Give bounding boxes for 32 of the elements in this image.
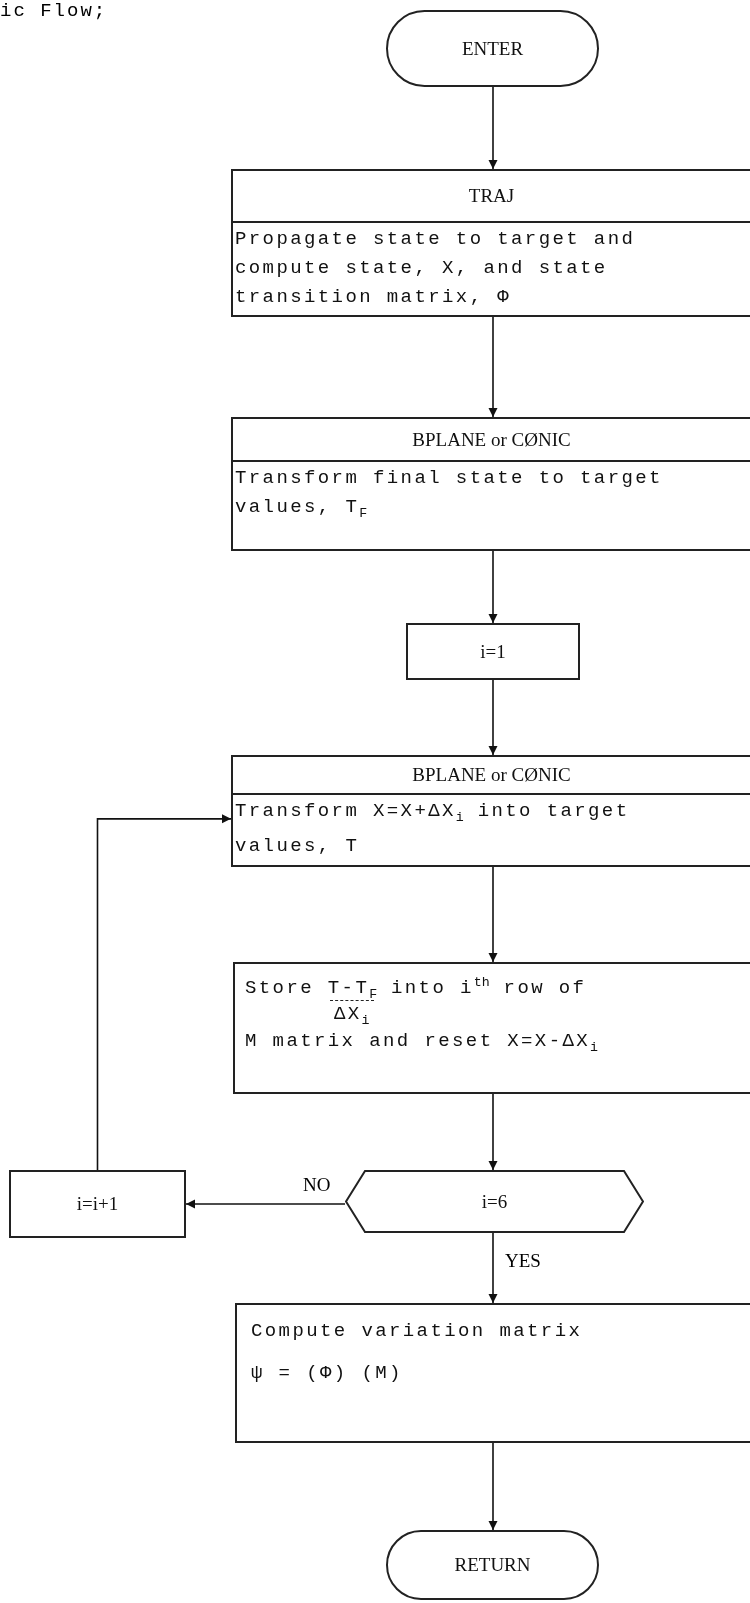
process-box — [233, 962, 750, 1094]
arrow — [488, 1232, 498, 1304]
node-label: i=i+1 — [76, 1193, 119, 1215]
process-box — [231, 417, 750, 551]
process-description: Propagate state to target and compute state, X, and state transition matrix, Φ — [235, 227, 637, 310]
arrow — [488, 866, 498, 963]
node-label: i=1 — [480, 640, 506, 663]
process-box — [231, 755, 750, 867]
module-name: BPLANE or CØNIC — [412, 764, 571, 786]
process-description: Transform final state to target values, T$_{F}$ — [235, 466, 664, 523]
formula: ψ = (Φ) (M) — [251, 1361, 403, 1386]
process-description: Compute variation matrix — [251, 1319, 583, 1344]
process-description: Transform X=X+ΔX$_{i}$ into target values, T — [235, 799, 631, 859]
process-box — [406, 623, 580, 680]
fraction-denominator: ΔX$_{i}$ — [330, 1000, 374, 1034]
process-box — [9, 1170, 186, 1238]
arrow — [488, 1442, 498, 1531]
arrow — [488, 550, 498, 624]
arrow — [488, 316, 498, 418]
arrow — [488, 86, 498, 170]
module-name: TRAJ — [468, 185, 515, 207]
arrow — [96, 814, 232, 1171]
node-label: i=6 — [481, 1190, 508, 1213]
page-heading: ic Flow; — [0, 0, 108, 22]
module-name: BPLANE or CØNIC — [412, 428, 571, 451]
process-box — [231, 169, 750, 317]
arrow — [488, 1093, 498, 1171]
node-label: RETURN — [454, 1554, 531, 1576]
arrow — [185, 1199, 346, 1209]
arrow — [488, 679, 498, 756]
process-box — [235, 1303, 750, 1443]
node-label: ENTER — [461, 37, 524, 60]
